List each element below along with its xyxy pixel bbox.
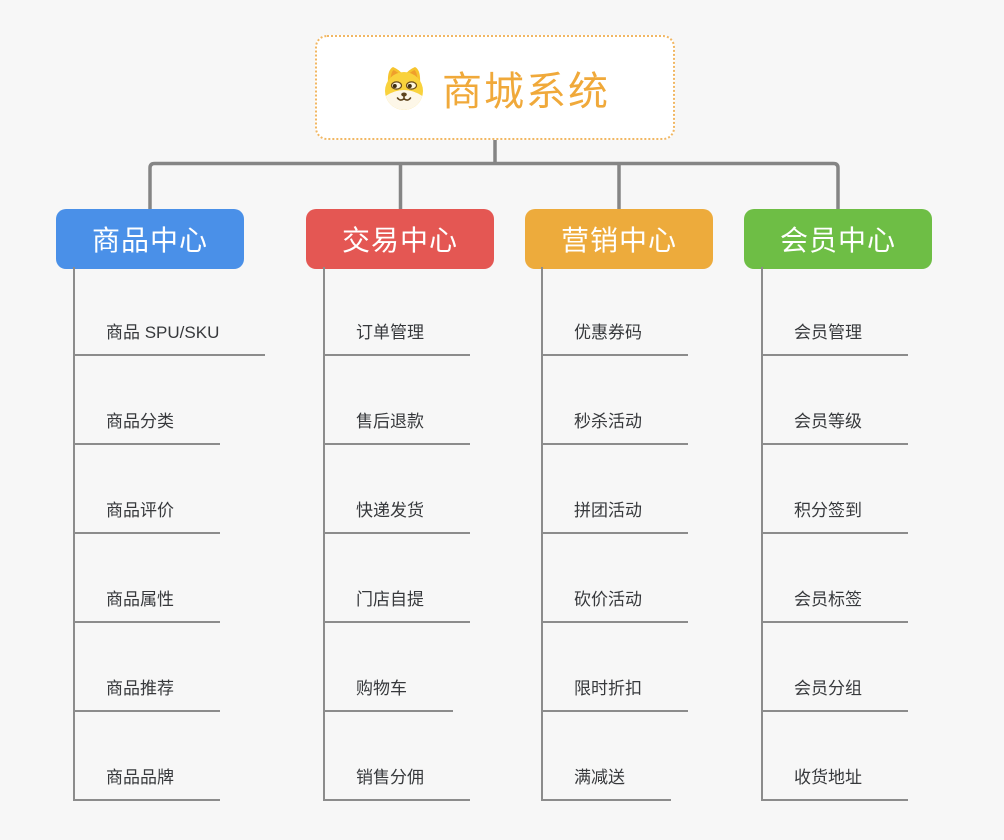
leaf-item[interactable]: 满减送 xyxy=(541,765,671,801)
branch-node-label: 营销中心 xyxy=(560,225,677,256)
leaf-column-marketing-center: 优惠券码 秒杀活动 拼团活动 砍价活动 限时折扣 满减送 xyxy=(541,267,781,807)
leaf-item[interactable]: 会员分组 xyxy=(761,676,908,712)
leaf-item[interactable]: 会员标签 xyxy=(761,587,908,623)
branch-node-label: 会员中心 xyxy=(779,225,896,256)
leaf-item[interactable]: 拼团活动 xyxy=(541,498,688,534)
branch-bus-connector xyxy=(148,161,840,209)
leaf-item[interactable]: 会员管理 xyxy=(761,320,908,356)
leaf-item[interactable]: 砍价活动 xyxy=(541,587,688,623)
leaf-item[interactable]: 商品 SPU/SKU xyxy=(73,320,266,356)
leaf-column-product-center: 商品 SPU/SKU 商品分类 商品评价 商品属性 商品推荐 商品品牌 xyxy=(73,267,313,807)
leaf-item[interactable]: 会员等级 xyxy=(761,409,908,445)
branch-node-marketing-center[interactable]: 营销中心 xyxy=(525,209,713,269)
branch-node-label: 交易中心 xyxy=(341,225,458,256)
leaf-item[interactable]: 优惠券码 xyxy=(541,320,688,356)
root-node-label: 商城系统 xyxy=(442,69,610,114)
root-node-mall-system[interactable]: 商城系统 xyxy=(315,35,675,140)
leaf-item[interactable]: 商品属性 xyxy=(73,587,220,623)
dog-face-icon xyxy=(385,66,423,110)
leaf-item[interactable]: 订单管理 xyxy=(323,320,470,356)
leaf-item[interactable]: 快递发货 xyxy=(323,498,470,534)
leaf-item[interactable]: 购物车 xyxy=(323,676,453,712)
branch-node-member-center[interactable]: 会员中心 xyxy=(744,209,932,269)
leaf-item[interactable]: 积分签到 xyxy=(761,498,908,534)
leaf-item[interactable]: 限时折扣 xyxy=(541,676,688,712)
leaf-item[interactable]: 售后退款 xyxy=(323,409,470,445)
branch-node-trade-center[interactable]: 交易中心 xyxy=(306,209,494,269)
leaf-item[interactable]: 销售分佣 xyxy=(323,765,470,801)
branch-node-label: 商品中心 xyxy=(91,225,208,256)
leaf-item[interactable]: 商品分类 xyxy=(73,409,220,445)
leaf-item[interactable]: 门店自提 xyxy=(323,587,470,623)
leaf-item[interactable]: 商品推荐 xyxy=(73,676,220,712)
leaf-column-member-center: 会员管理 会员等级 积分签到 会员标签 会员分组 收货地址 xyxy=(761,267,1001,807)
leaf-item[interactable]: 商品评价 xyxy=(73,498,220,534)
branch-node-product-center[interactable]: 商品中心 xyxy=(56,209,244,269)
leaf-item[interactable]: 商品品牌 xyxy=(73,765,220,801)
leaf-item[interactable]: 秒杀活动 xyxy=(541,409,688,445)
leaf-item[interactable]: 收货地址 xyxy=(761,765,908,801)
leaf-column-trade-center: 订单管理 售后退款 快递发货 门店自提 购物车 销售分佣 xyxy=(323,267,563,807)
